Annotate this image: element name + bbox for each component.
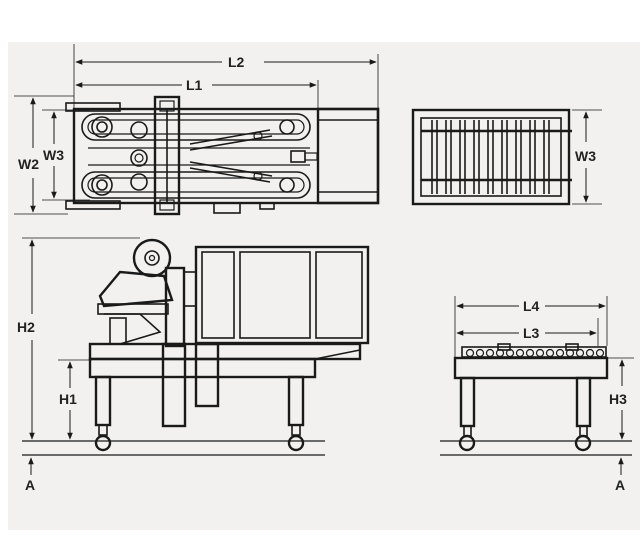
conveyor-view: L4 L3: [440, 296, 634, 493]
label-L1: L1: [186, 77, 203, 93]
top-view: L2 L1 W2 W3: [14, 44, 380, 216]
label-H2: H2: [17, 319, 35, 335]
label-L4: L4: [523, 298, 540, 314]
drawing-panel: [8, 42, 640, 530]
label-H1: H1: [59, 391, 77, 407]
label-H3: H3: [609, 391, 627, 407]
end-view: W3: [411, 108, 602, 206]
label-A-left: A: [25, 477, 35, 493]
label-L2: L2: [228, 54, 245, 70]
label-W2: W2: [18, 156, 39, 172]
side-view: H2 H1 A: [17, 237, 370, 493]
label-W3-end: W3: [575, 148, 596, 164]
label-W3-top: W3: [43, 147, 64, 163]
label-A-right: A: [615, 477, 625, 493]
label-L3: L3: [523, 325, 540, 341]
